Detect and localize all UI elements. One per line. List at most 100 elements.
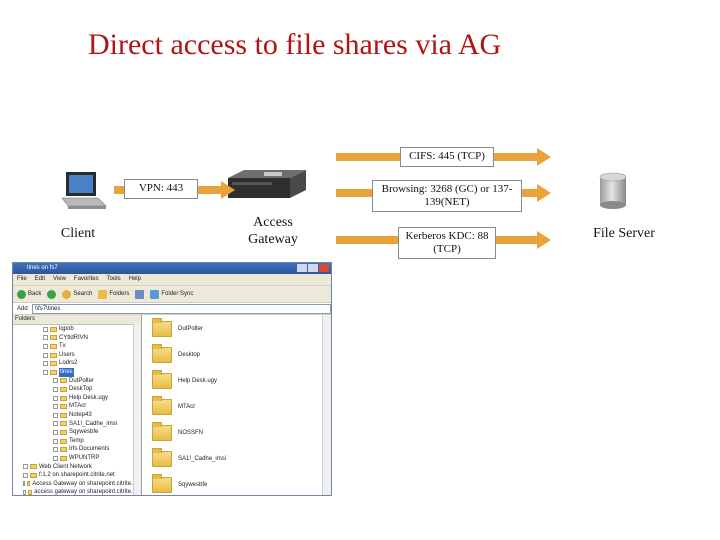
expand-icon[interactable] (53, 455, 58, 461)
file-item-label: Sqywesbfe (178, 482, 208, 488)
expand-icon[interactable] (43, 352, 48, 358)
folder-icon (60, 404, 67, 410)
expand-icon[interactable] (23, 472, 28, 478)
file-list-item[interactable]: NOSSFN (152, 422, 204, 441)
vpn-label: VPN: 443 (124, 179, 198, 199)
tree-scrollbar[interactable] (133, 324, 141, 495)
sync-icon (150, 289, 160, 299)
back-button[interactable]: Back (17, 289, 42, 299)
forward-arrow-icon[interactable] (47, 289, 57, 299)
tree-header: Folders (13, 315, 141, 325)
expand-icon[interactable] (43, 335, 48, 341)
tree-item[interactable]: Web Client Network (13, 463, 141, 472)
expand-icon[interactable] (53, 412, 58, 418)
explorer-titlebar: tines on fs7 (13, 263, 331, 274)
tree-item-label: access gateway on sharepoint.citrite.net (34, 489, 141, 496)
folder-icon (60, 378, 67, 384)
address-input[interactable]: \\fs7\tines (31, 303, 331, 314)
file-list-item[interactable]: SA1!_Cadhe_imsi (152, 448, 227, 467)
tree-item[interactable]: f:1,2 on sharepoint.citrite.net (13, 471, 141, 480)
folder-sync-label: Folder Sync (161, 291, 194, 297)
menu-edit[interactable]: Edit (34, 276, 46, 282)
folder-icon (152, 448, 172, 467)
menu-file[interactable]: File (17, 276, 27, 282)
tree-item-label: CYtldRIVN (59, 334, 89, 341)
expand-icon[interactable] (43, 326, 48, 332)
minimize-icon[interactable] (297, 264, 307, 272)
tree-item[interactable]: Access Gateway on sharepoint.citrite.net (13, 480, 141, 489)
expand-icon[interactable] (23, 464, 28, 470)
tree-item[interactable]: Sqywesbfe (13, 428, 141, 437)
close-icon[interactable] (319, 264, 329, 272)
search-label: Search (73, 291, 93, 297)
folder-icon (60, 412, 67, 418)
file-list-item[interactable]: MTAcr (152, 396, 195, 415)
file-item-label: SA1!_Cadhe_imsi (178, 456, 227, 462)
tree-item[interactable]: SA1!_Cadhe_imsi (13, 420, 141, 429)
tree-item[interactable]: Temp (13, 437, 141, 446)
folders-button[interactable]: Folders (98, 289, 129, 299)
tree-item-label: f:1,2 on sharepoint.citrite.net (39, 472, 115, 479)
folder-icon (27, 481, 31, 487)
expand-icon[interactable] (23, 490, 27, 495)
file-item-label: NOSSFN (178, 430, 204, 436)
file-list-item[interactable]: Sqywesbfe (152, 474, 208, 493)
expand-icon[interactable] (53, 447, 58, 453)
expand-icon[interactable] (53, 378, 58, 384)
menu-view[interactable]: View (53, 276, 66, 282)
gateway-label: Access Gateway (248, 215, 298, 247)
tree-item[interactable]: MTAcr (13, 402, 141, 411)
menu-favorites[interactable]: Favorites (73, 276, 99, 282)
menu-help[interactable]: Help (128, 276, 141, 282)
file-list-item[interactable]: Desktop (152, 344, 200, 363)
maximize-icon[interactable] (308, 264, 318, 272)
back-arrow-icon (17, 289, 26, 299)
folder-icon (28, 490, 33, 495)
client-label: Client (60, 226, 96, 241)
explorer-title: tines on fs7 (27, 265, 58, 271)
tree-item[interactable]: DutPolter (13, 377, 141, 386)
file-pane-scrollbar[interactable] (322, 315, 331, 495)
expand-icon[interactable] (43, 369, 48, 375)
views-button[interactable] (135, 289, 145, 299)
expand-icon[interactable] (53, 404, 58, 410)
tree-item[interactable]: WPUNTRP (13, 454, 141, 463)
tree-item[interactable]: access gateway on sharepoint.citrite.net (13, 488, 141, 496)
kerberos-label: Kerberos KDC: 88 (TCP) (398, 227, 496, 259)
folder-icon (30, 464, 37, 470)
tree-item[interactable]: Help Desk.ugy (13, 394, 141, 403)
folder-icon (50, 361, 57, 367)
expand-icon[interactable] (43, 343, 48, 349)
file-list-item[interactable]: DutPolter (152, 318, 204, 337)
expand-icon[interactable] (43, 361, 48, 367)
menu-tools[interactable]: Tools (106, 276, 121, 282)
tree-item-label: Tx (59, 343, 66, 350)
expand-icon[interactable] (53, 438, 58, 444)
tree-item[interactable]: CYtldRIVN (13, 334, 141, 343)
tree-item[interactable]: Users (13, 351, 141, 360)
slide-title: Direct access to file shares via AG (88, 28, 502, 61)
folder-icon (152, 370, 172, 389)
back-label: Back (28, 291, 42, 297)
expand-icon[interactable] (53, 395, 58, 401)
folder-icon (60, 386, 67, 392)
expand-icon[interactable] (53, 429, 58, 435)
expand-icon[interactable] (53, 421, 58, 427)
folder-sync-button[interactable]: Folder Sync (150, 289, 194, 299)
expand-icon[interactable] (23, 481, 26, 487)
expand-icon[interactable] (53, 386, 58, 392)
tree-item[interactable]: Lodrs2 (13, 359, 141, 368)
file-item-label: DutPolter (178, 326, 204, 332)
file-list-item[interactable]: Help Desk.ugy (152, 370, 217, 389)
tree-item[interactable]: Irfs Documents (13, 445, 141, 454)
folder-icon (50, 335, 57, 341)
tree-item[interactable]: DeskTop (13, 385, 141, 394)
search-button[interactable]: Search (62, 289, 93, 299)
tree-item[interactable]: tines (13, 367, 141, 377)
database-server-icon (599, 172, 627, 209)
tree-item[interactable]: lqpob (13, 325, 141, 334)
tree-item-label: Irfs Documents (69, 446, 110, 453)
tree-item[interactable]: Notep43 (13, 411, 141, 420)
folder-icon (60, 455, 67, 461)
tree-item[interactable]: Tx (13, 342, 141, 351)
